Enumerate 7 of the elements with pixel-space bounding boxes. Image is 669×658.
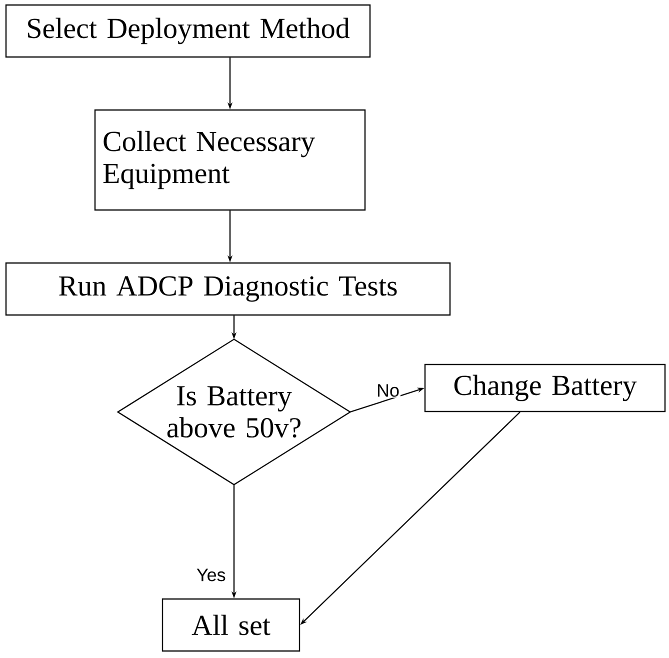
edge-label: No: [376, 383, 400, 398]
process-box: Collect Necessary Equipment: [94, 109, 366, 211]
process-box: Change Battery: [424, 364, 666, 412]
process-box: All set: [162, 598, 300, 652]
process-box: Select Deployment Method: [5, 4, 371, 58]
edge-label: Yes: [195, 568, 227, 582]
process-box: Run ADCP Diagnostic Tests: [5, 262, 451, 316]
